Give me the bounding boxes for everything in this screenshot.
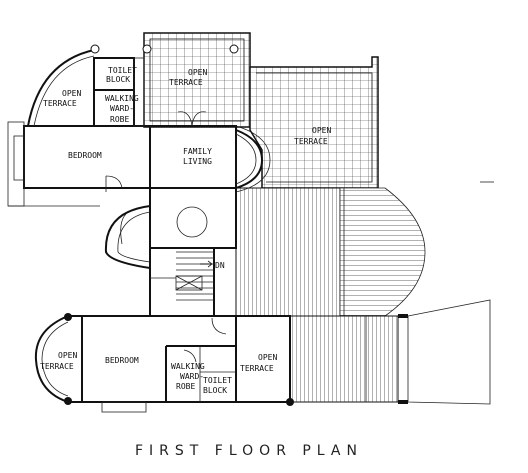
building-walls [7, 49, 494, 413]
deck-lower-stripes [289, 315, 399, 403]
label-walking-bottom-2: WARD- [180, 372, 204, 381]
label-family-living-2: LIVING [183, 157, 212, 166]
label-open-terrace-right-2: TERRACE [294, 137, 328, 146]
deck-vertical-stripes [235, 187, 341, 317]
label-walking-top-2: WARD- [110, 104, 134, 113]
label-toilet-top-1: TOILET [108, 66, 137, 75]
label-open-terrace-left-1: OPEN [62, 89, 81, 98]
label-open-terrace-center-2: TERRACE [169, 78, 203, 87]
label-walking-top-3: ROBE [110, 115, 129, 124]
label-open-terrace-center-1: OPEN [188, 68, 207, 77]
label-bedroom-bottom: BEDROOM [105, 356, 139, 365]
label-walking-bottom-1: WALKING [171, 362, 205, 371]
label-toilet-top-2: BLOCK [106, 75, 130, 84]
label-walking-bottom-3: ROBE [176, 382, 195, 391]
columns [64, 44, 294, 406]
ramp [398, 299, 491, 405]
label-open-terrace-bl-1: OPEN [58, 351, 77, 360]
label-bedroom-top: BEDROOM [68, 151, 102, 160]
label-dn: DN [215, 261, 225, 270]
plan-title: FIRST FLOOR PLAN [135, 443, 363, 459]
label-toilet-bottom-2: BLOCK [203, 386, 227, 395]
label-walking-top-1: WALKING [105, 94, 139, 103]
label-open-terrace-left-2: TERRACE [43, 99, 77, 108]
label-toilet-bottom-1: TOILET [203, 376, 232, 385]
deck-fan-shape [339, 187, 426, 317]
label-open-terrace-br-1: OPEN [258, 353, 277, 362]
stair-treads [150, 251, 214, 301]
label-open-terrace-right-1: OPEN [312, 126, 331, 135]
label-open-terrace-br-2: TERRACE [240, 364, 274, 373]
label-open-terrace-bl-2: TERRACE [40, 362, 74, 371]
label-family-living-1: FAMILY [183, 147, 212, 156]
